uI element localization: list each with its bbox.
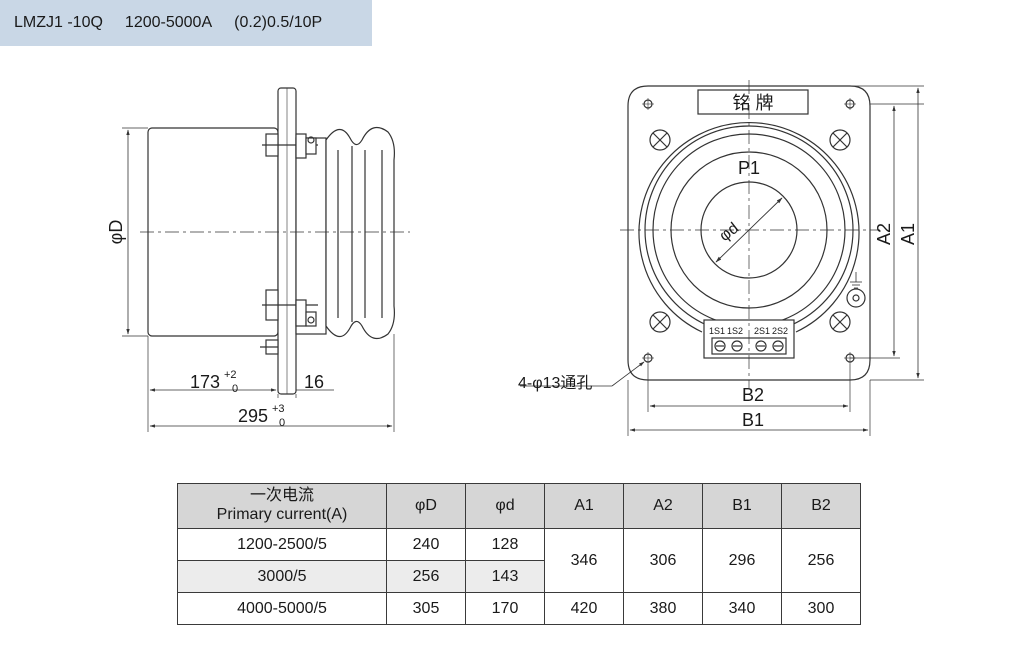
dim-295-label: 295	[238, 406, 268, 426]
a2-label: A2	[874, 223, 894, 245]
col-header-phid: φd	[465, 483, 545, 529]
nameplate-label: 铭 牌	[732, 93, 773, 113]
model-label: LMZJ1 -10Q	[14, 14, 103, 31]
front-view	[520, 80, 924, 436]
mounting-hole-tl	[642, 98, 654, 110]
accuracy-label: (0.2)0.5/10P	[234, 14, 323, 31]
bolt-lower	[260, 289, 318, 355]
nameplate-box	[697, 89, 809, 115]
cell-a2-merged: 306	[623, 528, 703, 593]
cell-current: 4000-5000/5	[177, 592, 387, 625]
b1-label: B1	[742, 410, 764, 430]
cell-phiD: 240	[386, 528, 466, 561]
p1-label: P1	[738, 158, 760, 178]
mounting-hole-tr	[844, 98, 856, 110]
col-header-phiD: φD	[386, 483, 466, 529]
hex-bolt-tl	[649, 129, 671, 151]
table-row: 3000/5 256 143	[177, 560, 861, 593]
cell-b2-merged: 256	[781, 528, 861, 593]
dim-16-label: 16	[304, 372, 324, 392]
col-header-current-en: Primary current(A)	[216, 506, 348, 523]
side-view	[122, 87, 410, 432]
cell-phid: 143	[465, 560, 545, 593]
dim-173-label: 173	[190, 372, 220, 392]
dim-295-tol-upper: +3	[272, 403, 285, 415]
hex-bolt-tr	[829, 129, 851, 151]
dim-173-tol-upper: +2	[224, 369, 237, 381]
cell-a1-merged: 346	[544, 528, 624, 593]
ground-icon	[846, 272, 866, 308]
cell-phid: 128	[465, 528, 545, 561]
cell-b1-merged: 296	[702, 528, 782, 593]
cell-current: 1200-2500/5	[177, 528, 387, 561]
col-header-current-cn: 一次电流	[249, 487, 314, 504]
terminal-2s2: 2S2	[772, 326, 788, 336]
b2-label: B2	[742, 385, 764, 405]
cell-b1: 340	[702, 592, 782, 625]
title-bar: LMZJ1 -10Q 1200-5000A (0.2)0.5/10P	[0, 0, 372, 46]
dim-173-tol-lower: 0	[232, 383, 238, 395]
hex-bolt-bl	[649, 311, 671, 333]
cell-b2: 300	[781, 592, 861, 625]
cell-a2: 380	[623, 592, 703, 625]
hole-note-label: 4-φ13通孔	[518, 374, 592, 392]
mounting-hole-bl	[642, 352, 654, 364]
col-header-a1: A1	[544, 483, 624, 529]
cell-a1: 420	[544, 592, 624, 625]
dimension-table: 一次电流 Primary current(A) φD φd A1 A2 B1 B…	[177, 483, 861, 625]
col-header-b1: B1	[702, 483, 782, 529]
table-row: 1200-2500/5 240 128 346 306 296 256	[177, 528, 861, 593]
col-header-a2: A2	[623, 483, 703, 529]
side-insulator	[325, 126, 395, 340]
cell-current: 3000/5	[177, 560, 387, 593]
hex-bolt-br	[829, 311, 851, 333]
terminal-1s2: 1S2	[727, 326, 743, 336]
col-header-current: 一次电流 Primary current(A)	[177, 483, 387, 529]
table-row: 4000-5000/5 305 170 420 380 340 300	[177, 592, 861, 625]
technical-drawing: φD 173 +2 0 16 295 +3 0	[106, 80, 924, 436]
cell-phiD: 305	[386, 592, 466, 625]
col-header-b2: B2	[781, 483, 861, 529]
cell-phid: 170	[465, 592, 545, 625]
bolt-upper	[262, 133, 318, 159]
dim-295-tol-lower: 0	[279, 417, 285, 429]
cell-phiD: 256	[386, 560, 466, 593]
a1-label: A1	[898, 223, 918, 245]
table-header-row: 一次电流 Primary current(A) φD φd A1 A2 B1 B…	[177, 483, 861, 529]
terminal-1s1: 1S1	[709, 326, 725, 336]
terminal-2s1: 2S1	[754, 326, 770, 336]
dim-phiD-label: φD	[106, 220, 126, 245]
current-range-label: 1200-5000A	[124, 14, 213, 31]
